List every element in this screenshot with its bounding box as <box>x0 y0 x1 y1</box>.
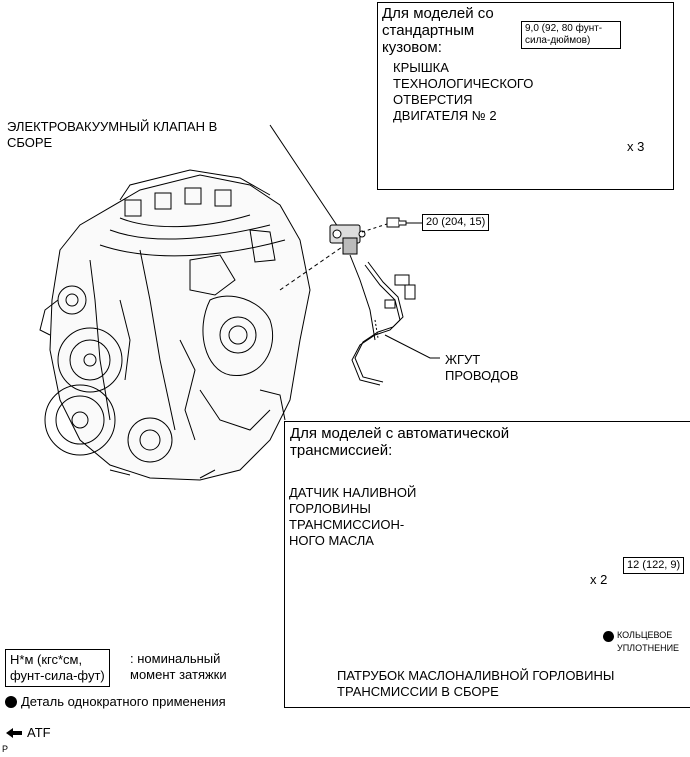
automatic-section <box>284 421 690 708</box>
standard-body-header-line3: кузовом: <box>382 39 442 56</box>
cover-label-line4: ДВИГАТЕЛЯ № 2 <box>393 108 497 123</box>
standard-body-header-line1: Для моделей со <box>382 5 494 22</box>
injector-3 <box>184 187 202 205</box>
harness-label-line2: ПРОВОДОВ <box>445 368 519 383</box>
legend-torque-desc-line2: момент затяжки <box>130 667 227 682</box>
pulley-2 <box>44 384 116 456</box>
dipstick-label-line2: ГОРЛОВИНЫ <box>289 501 371 516</box>
filler-pipe-torque-box: 12 (122, 9) <box>623 557 685 574</box>
legend-atf-text: ATF <box>27 725 51 740</box>
vacuum-valve-drawing <box>329 224 366 255</box>
cover-torque-line2: сила-дюймов) <box>525 35 591 46</box>
pulley-1 <box>57 327 123 393</box>
cover-label-line2: ТЕХНОЛОГИЧЕСКОГО <box>393 76 534 91</box>
dipstick-label-line3: ТРАНСМИССИОН- <box>289 517 405 532</box>
cover-label-line1: КРЫШКА <box>393 60 449 75</box>
cover-label-line3: ОТВЕРСТИЯ <box>393 92 473 107</box>
legend-non-reusable-text: Деталь однократного применения <box>21 694 226 709</box>
filler-pipe-torque-value: 12 (122, 9) <box>627 559 681 571</box>
injector-1 <box>124 199 142 217</box>
legend-torque-desc-line1: : номинальный <box>130 651 221 666</box>
standard-body-header-line2: стандартным <box>382 22 475 39</box>
automatic-header-line1: Для моделей с автоматической <box>290 425 510 442</box>
engine-drawing <box>39 169 311 481</box>
footer-code: P <box>2 744 9 754</box>
dipstick-label-line1: ДАТЧИК НАЛИВНОЙ <box>289 485 417 500</box>
legend-torque-unit-line1: Н*м (кгс*см, <box>10 652 83 667</box>
injector-4 <box>214 189 232 207</box>
oring-label-line1: КОЛЬЦЕВОЕ <box>617 630 673 640</box>
valve-label-line1: ЭЛЕКТРОВАКУУМНЫЙ КЛАПАН В <box>7 119 218 134</box>
cover-torque-box: 9,0 (92, 80 фунт- сила-дюймов) <box>521 21 621 49</box>
valve-label-line2: СБОРЕ <box>7 135 53 150</box>
valve-bolt <box>386 217 407 228</box>
harness-label-line1: ЖГУТ <box>445 352 481 367</box>
legend-torque-box: Н*м (кгс*см, фунт-сила-фут) <box>5 649 110 687</box>
cover-torque-line1: 9,0 (92, 80 фунт- <box>525 23 603 34</box>
filler-pipe-bolt-qty: x 2 <box>590 572 608 587</box>
cover-bolt-qty: x 3 <box>627 139 645 154</box>
oring-label-line2: УПЛОТНЕНИЕ <box>617 643 680 653</box>
filler-pipe-label-line1: ПАТРУБОК МАСЛОНАЛИВНОЙ ГОРЛОВИНЫ <box>337 668 615 683</box>
wire-harness-drawing <box>349 254 416 386</box>
arrow-left-icon <box>6 728 22 738</box>
dipstick-label-line4: НОГО МАСЛА <box>289 533 374 548</box>
injector-2 <box>154 192 172 210</box>
automatic-header-line2: трансмиссией: <box>290 442 393 459</box>
legend-torque-unit-line2: фунт-сила-фут) <box>10 668 105 683</box>
filler-pipe-label-line2: ТРАНСМИССИИ В СБОРЕ <box>337 684 499 699</box>
valve-torque-box: 20 (204, 15) <box>422 214 490 231</box>
oring-non-reusable-icon <box>603 631 614 642</box>
filled-circle-icon <box>5 696 17 708</box>
valve-torque-value: 20 (204, 15) <box>426 216 486 228</box>
